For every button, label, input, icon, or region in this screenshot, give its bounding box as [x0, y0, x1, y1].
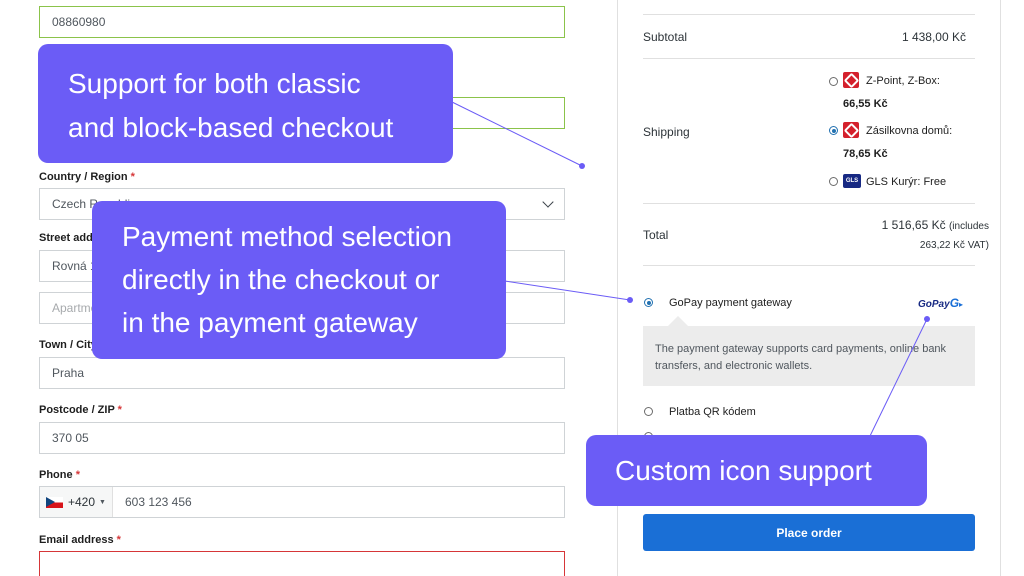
callout-payment-method-selection: Payment method selection directly in the… — [92, 201, 506, 359]
gls-logo-icon: GLS — [843, 174, 861, 188]
company-id-input[interactable]: 08860980 — [39, 6, 565, 38]
town-value: Praha — [52, 366, 85, 380]
phone-value: 603 123 456 — [124, 495, 192, 509]
payment-option-label: GoPay payment gateway — [669, 297, 792, 309]
shipping-option-name: Zásilkovna domů: — [866, 125, 953, 137]
divider — [643, 14, 975, 15]
country-label: Country / Region * — [39, 171, 135, 183]
phone-input[interactable]: +420 ▼ 603 123 456 — [39, 486, 565, 518]
shipping-radio-zpoint[interactable] — [829, 77, 838, 86]
postcode-input[interactable]: 370 05 — [39, 422, 565, 454]
place-order-button[interactable]: Place order — [643, 514, 975, 551]
subtotal-value: 1 438,00 Kč — [901, 30, 966, 44]
postcode-value: 370 05 — [52, 431, 89, 445]
shipping-option-price: 78,65 Kč — [843, 148, 888, 160]
callout-custom-icon-support: Custom icon support — [586, 435, 927, 506]
shipping-option-price: 66,55 Kč — [843, 98, 888, 110]
town-input[interactable]: Praha — [39, 357, 565, 389]
email-label: Email address * — [39, 534, 121, 546]
payment-radio-gopay[interactable] — [644, 298, 653, 307]
connector-dot — [579, 163, 585, 169]
divider — [643, 58, 975, 59]
payment-radio-qr[interactable] — [644, 407, 653, 416]
divider — [643, 265, 975, 266]
callout-text: Custom icon support — [615, 455, 872, 486]
email-input[interactable] — [39, 551, 565, 576]
shipping-radio-gls[interactable] — [829, 177, 838, 186]
phone-country-selector[interactable]: +420 ▼ — [40, 487, 113, 517]
zasilkovna-logo-icon — [843, 72, 859, 88]
total-value: 1 516,65 Kč — [881, 218, 946, 232]
gopay-description-box: The payment gateway supports card paymen… — [643, 316, 975, 386]
callout-text: Support for both classic — [68, 68, 361, 99]
gopay-description: The payment gateway supports card paymen… — [655, 343, 947, 372]
shipping-option-name: GLS Kurýr: Free — [866, 176, 947, 188]
total-value-line: 1 516,65 Kč (includes — [882, 218, 989, 232]
caret-down-icon: ▼ — [99, 498, 106, 506]
payment-option-label: Platba QR kódem — [669, 406, 756, 418]
subtotal-label: Subtotal — [643, 30, 688, 44]
company-id-value: 08860980 — [52, 15, 106, 29]
callout-text: in the payment gateway — [122, 307, 418, 338]
postcode-label: Postcode / ZIP * — [39, 404, 122, 416]
czech-flag-icon — [46, 496, 63, 508]
total-note-end: 263,22 Kč VAT) — [919, 240, 989, 251]
gopay-logo-icon: GoPayG▸ — [918, 296, 964, 310]
callout-text: and block-based checkout — [68, 112, 394, 143]
street-value: Rovná 1 — [52, 259, 97, 273]
shipping-label: Shipping — [643, 125, 690, 139]
total-note-start: (includes — [948, 221, 989, 232]
description-arrow — [668, 316, 688, 326]
total-label: Total — [643, 228, 669, 242]
phone-label: Phone * — [39, 469, 80, 481]
shipping-option-name: Z-Point, Z-Box: — [866, 75, 940, 87]
callout-text: Payment method selection — [122, 221, 452, 252]
callout-text: directly in the checkout or — [122, 264, 440, 295]
shipping-radio-zasilkovna[interactable] — [829, 126, 838, 135]
phone-prefix: +420 — [68, 495, 96, 509]
chevron-down-icon — [542, 196, 554, 208]
callout-classic-block-checkout: Support for both classic and block-based… — [38, 44, 453, 163]
zasilkovna-logo-icon — [843, 122, 859, 138]
divider — [643, 203, 975, 204]
